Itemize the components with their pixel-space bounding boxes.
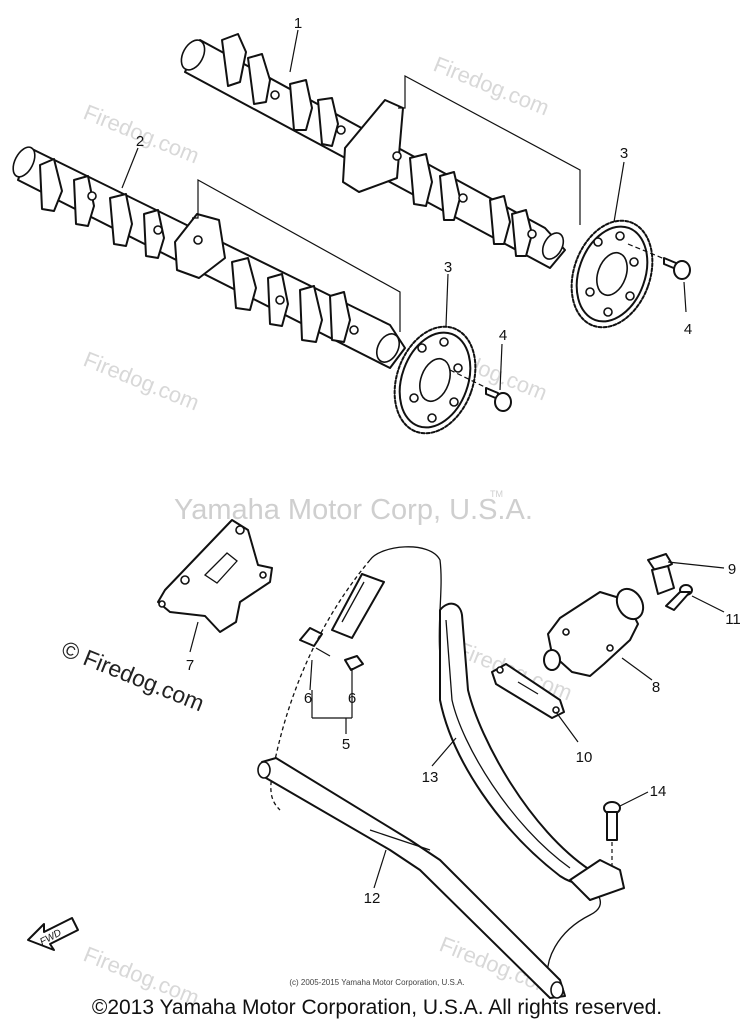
- callout-5: 5: [342, 736, 350, 753]
- watermark-layer: Firedog.com Firedog.com Firedog.com Fire…: [58, 51, 576, 1010]
- chain-tensioner-8: [543, 587, 645, 677]
- tensioner-bolt-11: [665, 584, 725, 613]
- guide-bolt-14: [569, 801, 625, 901]
- callout-numbers: 1 2 3 3 4 4 5 6 6 7 8 9 10 11 12 13 14: [136, 15, 741, 907]
- camshaft-1: [180, 33, 566, 269]
- callout-4-lower: 4: [499, 327, 507, 344]
- watermark-yamaha: Yamaha Motor Corp, U.S.A.: [174, 494, 533, 526]
- callout-7: 7: [186, 657, 194, 674]
- callout-13: 13: [422, 769, 439, 786]
- tensioner-gasket-10: [491, 663, 565, 719]
- callout-4-upper: 4: [684, 321, 692, 338]
- watermark-firedog-dark: © Firedog.com: [58, 636, 208, 717]
- callout-1: 1: [294, 15, 302, 32]
- callout-leaders: [121, 29, 687, 889]
- chain-guide-upper-5: [331, 573, 385, 639]
- cam-sprocket-lower: [393, 325, 477, 435]
- callout-6-left: 6: [304, 690, 312, 707]
- camshaft-2: [12, 146, 406, 369]
- watermark-firedog: Firedog.com: [430, 51, 553, 120]
- fwd-arrow-icon: FWD: [27, 917, 79, 951]
- chain-guide-long-12: [257, 757, 566, 999]
- callout-14: 14: [650, 783, 667, 800]
- small-copyright: (c) 2005-2015 Yamaha Motor Corporation, …: [289, 978, 464, 987]
- chain-guide-bracket-7: [157, 519, 273, 633]
- callout-6-right: 6: [348, 690, 356, 707]
- footer-copyright: ©2013 Yamaha Motor Corporation, U.S.A. A…: [92, 996, 662, 1019]
- cam-sprocket-upper: [570, 219, 654, 329]
- callout-9: 9: [728, 561, 736, 578]
- callout-8: 8: [652, 679, 660, 696]
- callout-2: 2: [136, 133, 144, 150]
- sprocket-bolt-upper: [627, 243, 691, 280]
- watermark-tm: TM: [490, 489, 503, 499]
- sprocket-bolt-lower: [449, 369, 512, 412]
- callout-10: 10: [576, 749, 593, 766]
- callout-11: 11: [725, 611, 741, 628]
- callout-12: 12: [364, 890, 381, 907]
- reference-lines: [192, 74, 581, 332]
- callout-3-lower: 3: [444, 259, 452, 276]
- callout-3-upper: 3: [620, 145, 628, 162]
- guide-screws-6: [299, 627, 364, 691]
- tensioner-cap-bolt-9: [647, 553, 725, 595]
- watermark-firedog: Firedog.com: [80, 346, 203, 415]
